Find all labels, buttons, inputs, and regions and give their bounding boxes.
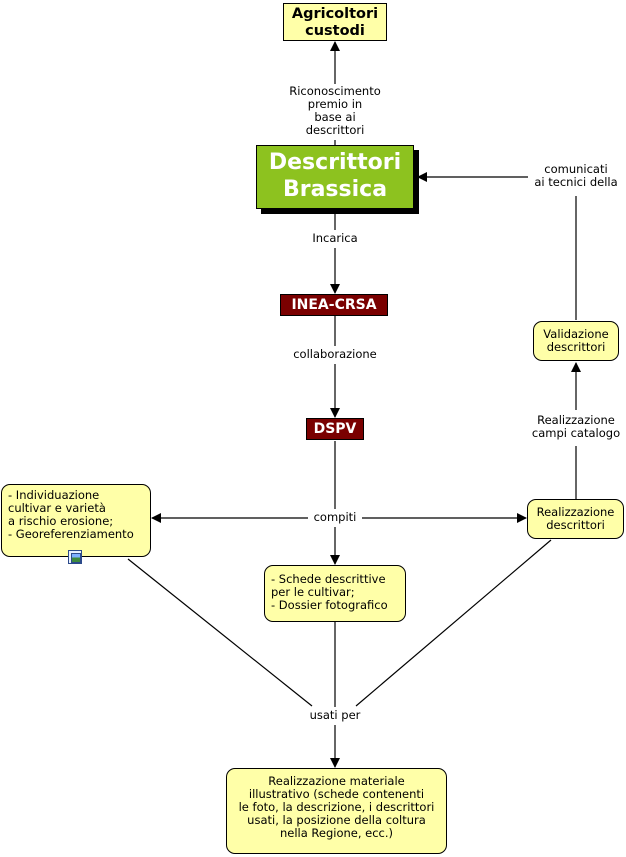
- node-inea-crsa[interactable]: INEA-CRSA: [280, 294, 388, 316]
- node-validazione-descrittori[interactable]: Validazione descrittori: [533, 321, 619, 361]
- image-icon[interactable]: [68, 550, 82, 564]
- link-label-collaborazione: collaborazione: [288, 348, 382, 361]
- node-realizzazione-materiale[interactable]: Realizzazione materiale illustrativo (sc…: [226, 768, 447, 854]
- link-label-compiti: compiti: [309, 511, 361, 524]
- node-dspv[interactable]: DSPV: [306, 418, 364, 440]
- link-label-usati-per: usati per: [303, 709, 367, 722]
- link-label-incarica: Incarica: [308, 232, 362, 245]
- node-descrittori-brassica[interactable]: Descrittori Brassica: [256, 145, 414, 209]
- link-label-riconoscimento: Riconoscimento premio in base ai descrit…: [283, 85, 387, 137]
- node-individuazione[interactable]: - Individuazione cultivar e varietà a ri…: [1, 484, 151, 557]
- node-realizzazione-descrittori[interactable]: Realizzazione descrittori: [527, 499, 624, 539]
- link-label-comunicati: comunicati ai tecnici della: [528, 163, 624, 189]
- link-label-realizzazione-campi: Realizzazione campi catalogo: [526, 414, 626, 440]
- node-schede-dossier[interactable]: - Schede descrittive per le cultivar; - …: [264, 565, 406, 622]
- edge-realizzazione-to-usati: [355, 539, 552, 707]
- node-agricoltori-custodi[interactable]: Agricoltori custodi: [283, 3, 387, 41]
- edge-individuazione-to-usati: [127, 558, 313, 707]
